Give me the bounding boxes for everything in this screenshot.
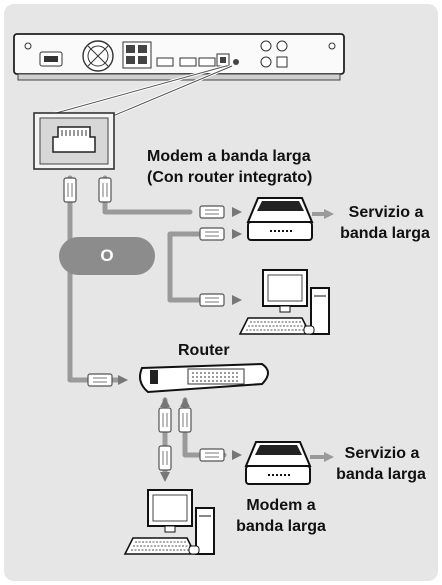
modem-bottom-label-line2: banda larga xyxy=(236,518,326,535)
service-bottom-label-line2: banda larga xyxy=(336,466,426,483)
service-top-label-line1: Servizio a xyxy=(348,204,424,221)
or-badge: O xyxy=(59,237,155,275)
broadband-modem-icon xyxy=(246,197,314,241)
router-icon xyxy=(139,362,269,394)
computer-icon xyxy=(238,269,330,335)
computer-icon xyxy=(123,489,215,555)
modem-top-label-line1: Modem a banda larga xyxy=(147,148,311,165)
home-theater-receiver-icon xyxy=(13,33,345,81)
diagram-panel xyxy=(4,4,438,581)
modem-top-label-line2: (Con router integrato) xyxy=(147,169,313,186)
broadband-modem-icon xyxy=(244,441,312,485)
network-cables xyxy=(67,175,227,478)
service-bottom-label-line1: Servizio a xyxy=(344,445,420,462)
service-top-label-line2: banda larga xyxy=(340,225,430,242)
router-label: Router xyxy=(178,342,230,359)
modem-bottom-label-line1: Modem a xyxy=(246,497,316,514)
lan-port-closeup-icon xyxy=(33,112,115,170)
